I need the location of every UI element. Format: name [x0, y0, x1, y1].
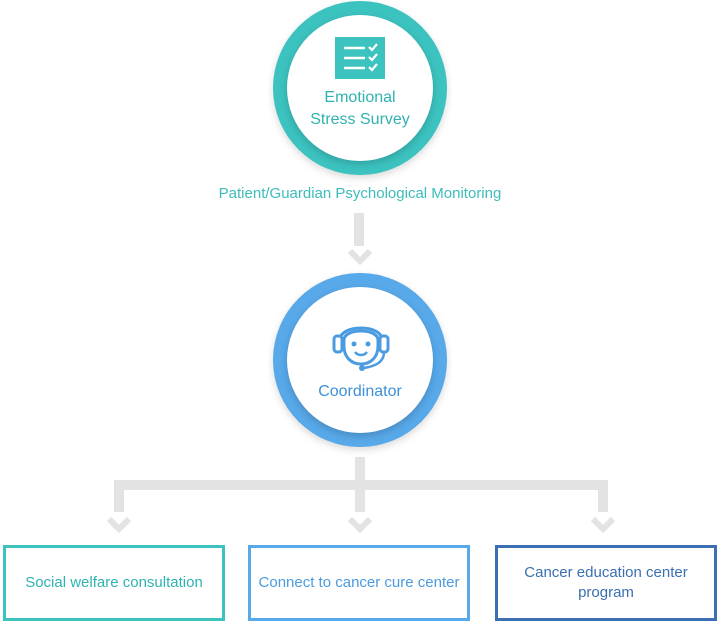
- outcome-social-welfare: Social welfare consultation: [3, 545, 225, 621]
- connector-vertical-mid: [355, 457, 365, 482]
- outcome-education-program: Cancer education center program: [495, 545, 717, 621]
- checklist-icon: [335, 37, 385, 79]
- connector-vertical-top: [354, 213, 364, 246]
- survey-label-line1: Emotional: [324, 89, 396, 106]
- survey-label: Emotional Stress Survey: [287, 87, 433, 131]
- survey-label-line2: Stress Survey: [310, 111, 410, 128]
- outcome-education-program-label: Cancer education center program: [524, 564, 688, 601]
- survey-node: Emotional Stress Survey: [287, 15, 433, 161]
- down-arrow-icon: [591, 516, 615, 534]
- connector-left: [114, 480, 124, 512]
- connector-right: [598, 480, 608, 512]
- outcome-social-welfare-label: Social welfare consultation: [25, 574, 203, 591]
- coordinator-label: Coordinator: [318, 383, 402, 400]
- outcome-cancer-cure-center: Connect to cancer cure center: [248, 545, 470, 621]
- down-arrow-icon: [107, 516, 131, 534]
- coordinator-node: Coordinator: [287, 287, 433, 433]
- down-arrow-icon: [348, 248, 372, 266]
- outcome-cancer-cure-center-label: Connect to cancer cure center: [258, 574, 460, 591]
- connector-center: [355, 480, 365, 512]
- monitoring-caption: Patient/Guardian Psychological Monitorin…: [218, 185, 502, 202]
- down-arrow-icon: [348, 516, 372, 534]
- headset-agent-icon: [332, 326, 390, 371]
